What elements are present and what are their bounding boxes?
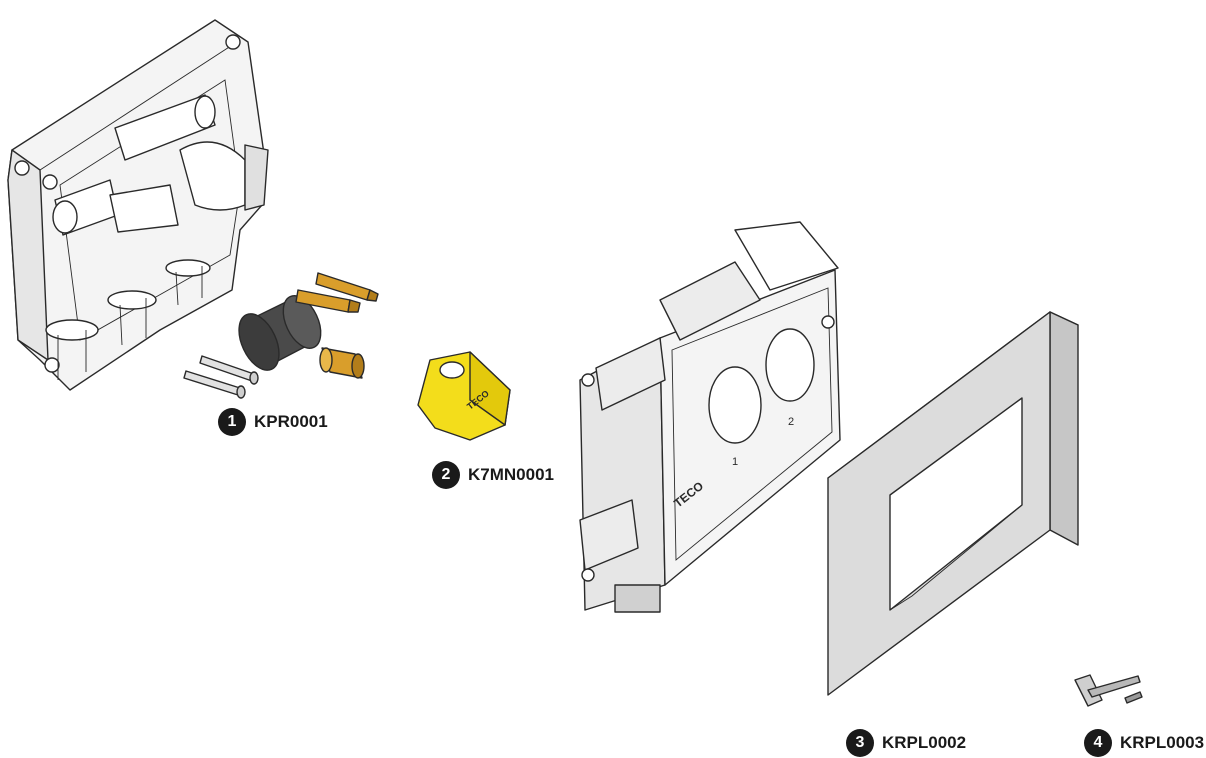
steel-screw xyxy=(183,355,259,399)
callout-part-4: 4 KRPL0003 xyxy=(1084,729,1204,757)
handle-knob xyxy=(238,295,322,371)
part-number-badge: 2 xyxy=(432,461,460,489)
yellow-handle-cover: TECO xyxy=(417,351,511,441)
box-port-marking-2: 2 xyxy=(788,416,794,428)
callout-part-3: 3 KRPL0002 xyxy=(846,729,966,757)
brass-spindle-pin xyxy=(295,272,379,313)
callout-part-2: 2 K7MN0001 xyxy=(432,461,554,489)
callout-part-1: 1 KPR0001 xyxy=(218,408,328,436)
bracket-screw xyxy=(1074,674,1143,707)
box-port-marking-1: 1 xyxy=(732,456,738,468)
part-code-label: KRPL0003 xyxy=(1120,733,1205,752)
part-code-label: K7MN0001 xyxy=(468,465,554,484)
valve-body-housing xyxy=(7,19,269,391)
part-number-badge: 1 xyxy=(218,408,246,436)
part-number-badge: 3 xyxy=(846,729,874,757)
cover-plate-frame xyxy=(827,311,1079,696)
part-code-label: KPR0001 xyxy=(254,412,328,431)
part-number-badge: 4 xyxy=(1084,729,1112,757)
kpr0001-kit xyxy=(183,272,379,399)
brass-fitting xyxy=(319,347,365,379)
mounting-box: TECO 1 2 xyxy=(579,221,841,613)
part-code-label: KRPL0002 xyxy=(882,733,967,752)
